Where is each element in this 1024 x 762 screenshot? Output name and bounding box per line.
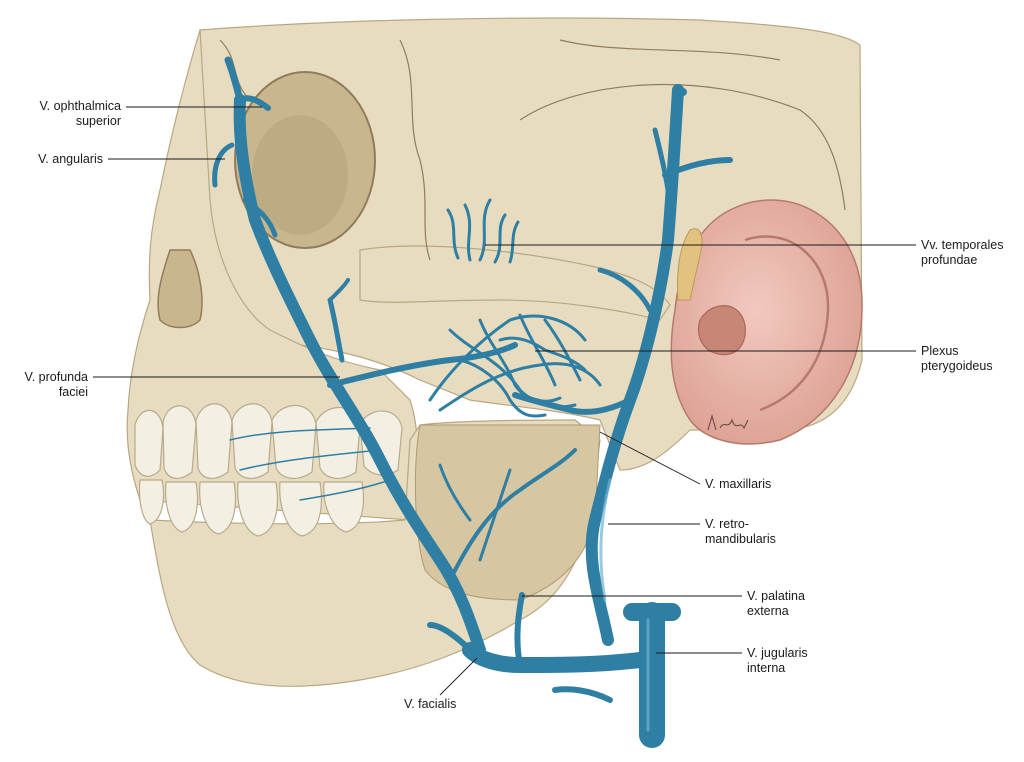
label-v-jugularis-interna: V. jugularis interna: [747, 646, 808, 675]
palatine-vein: [514, 592, 525, 668]
label-v-facialis: V. facialis: [404, 697, 457, 711]
leader-lines: [93, 106, 916, 696]
pterygoid-plexus: [428, 313, 602, 418]
nasal-aperture: [157, 249, 203, 329]
label-v-profunda-faciei: V. profunda faciei: [24, 370, 88, 399]
suture-squamous: [519, 83, 846, 211]
label-v-angularis: V. angularis: [38, 152, 103, 166]
label-vv-temporales-profundae: Vv. temporales profundae: [921, 238, 1004, 267]
suture-parietal: [559, 39, 781, 61]
upper-teeth: [134, 403, 403, 479]
deep-temporal-veins: [446, 198, 520, 264]
zygomatic-arch: [359, 245, 671, 321]
label-v-palatina-externa: V. palatina externa: [747, 589, 805, 618]
label-plexus-pterygoideus: Plexus pterygoideus: [921, 344, 993, 373]
artist-signature: [707, 413, 749, 431]
orbit-floor: [252, 115, 348, 235]
suture-coronal: [399, 39, 431, 261]
venous-system: [212, 56, 733, 748]
label-v-ophthalmica-superior: V. ophthalmica superior: [39, 99, 121, 128]
label-v-retromandibularis: V. retro- mandibularis: [705, 517, 776, 546]
label-v-maxillaris: V. maxillaris: [705, 477, 772, 491]
ear: [670, 199, 863, 445]
